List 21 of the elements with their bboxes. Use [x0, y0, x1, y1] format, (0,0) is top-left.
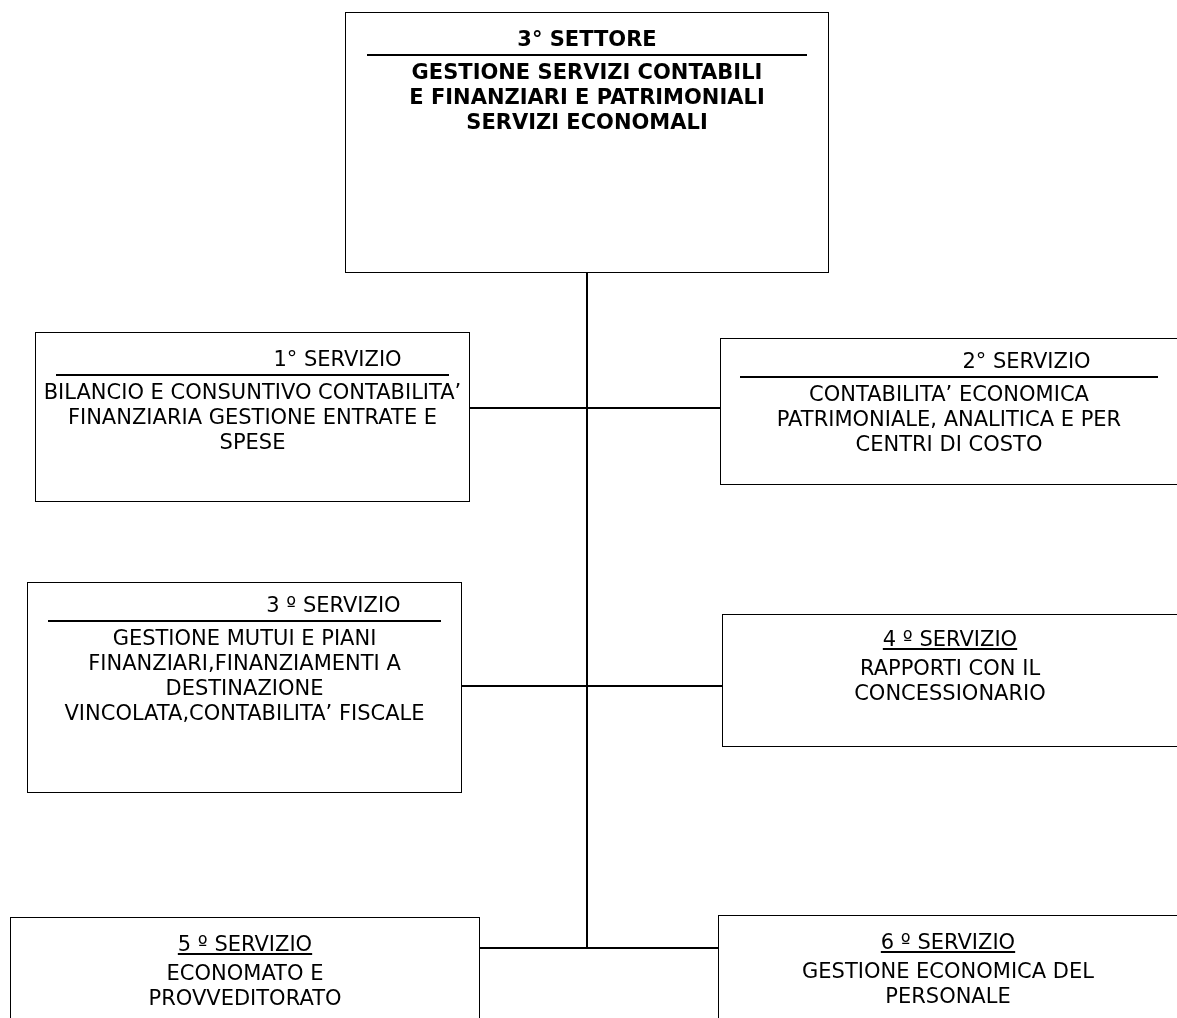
service-box [27, 582, 462, 793]
service-box [722, 614, 1177, 747]
service-box [35, 332, 470, 502]
box-heading: 2° SERVIZIO [740, 349, 1158, 378]
box-heading: 3 º SERVIZIO [48, 593, 441, 622]
box-heading: 5 º SERVIZIO [177, 932, 313, 957]
box-heading: 1° SERVIZIO [56, 347, 449, 376]
service-box [720, 338, 1177, 485]
service-box [10, 917, 480, 1018]
box-description: GESTIONE MUTUI E PIANI FINANZIARI,FINANZIAMENTI A DESTINAZIONE VINCOLATA,CONTABILITA’ FISCALE [63, 626, 426, 726]
box-description: GESTIONE SERVIZI CONTABILI E FINANZIARI E PATRIMONIALI SERVIZI ECONOMALI [408, 60, 766, 135]
box-description: ECONOMATO E PROVVEDITORATO [147, 961, 343, 1011]
service-box [345, 12, 829, 273]
box-heading: 4 º SERVIZIO [882, 627, 1018, 652]
box-heading: 3° SETTORE [367, 27, 807, 56]
box-description: BILANCIO E CONSUNTIVO CONTABILITA’ FINANZIARIA GESTIONE ENTRATE E SPESE [42, 380, 463, 455]
service-box [718, 915, 1177, 1018]
box-heading: 6 º SERVIZIO [880, 930, 1016, 955]
box-description: GESTIONE ECONOMICA DEL PERSONALE [801, 959, 1095, 1009]
box-description: RAPPORTI CON IL CONCESSIONARIO [853, 656, 1047, 706]
box-description: CONTABILITA’ ECONOMICA PATRIMONIALE, ANALITICA E PER CENTRI DI COSTO [775, 382, 1123, 457]
